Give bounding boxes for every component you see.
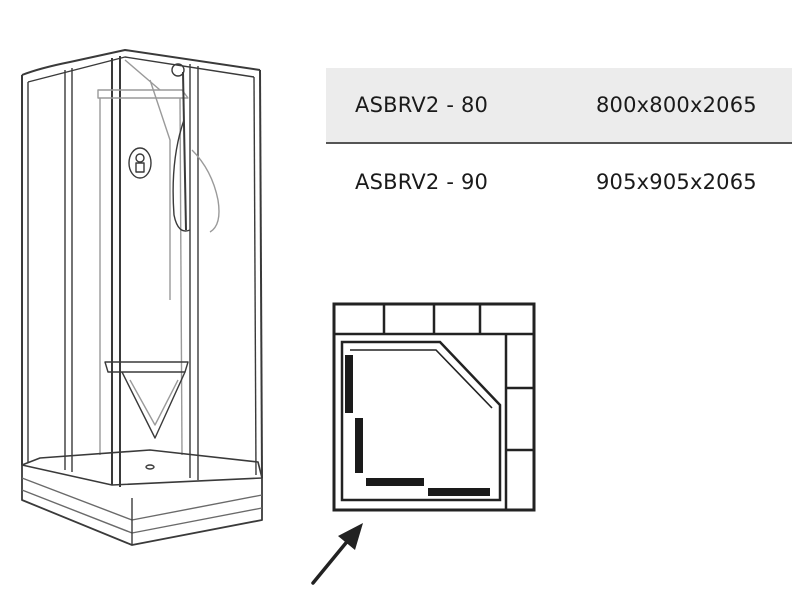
shower-cabin-illustration xyxy=(21,49,263,546)
floor-plan-icon xyxy=(332,302,536,512)
model-dimensions: 800x800x2065 xyxy=(596,93,757,117)
spec-row-90: ASBRV2 - 90 905x905x2065 xyxy=(326,144,792,220)
arrow-up-right-icon xyxy=(311,523,363,585)
model-name: ASBRV2 - 80 xyxy=(355,93,489,117)
model-dimensions: 905x905x2065 xyxy=(596,170,757,194)
spec-row-80: ASBRV2 - 80 800x800x2065 xyxy=(326,68,792,144)
spec-table: ASBRV2 - 80 800x800x2065 ASBRV2 - 90 905… xyxy=(326,68,792,220)
model-name: ASBRV2 - 90 xyxy=(355,170,489,194)
